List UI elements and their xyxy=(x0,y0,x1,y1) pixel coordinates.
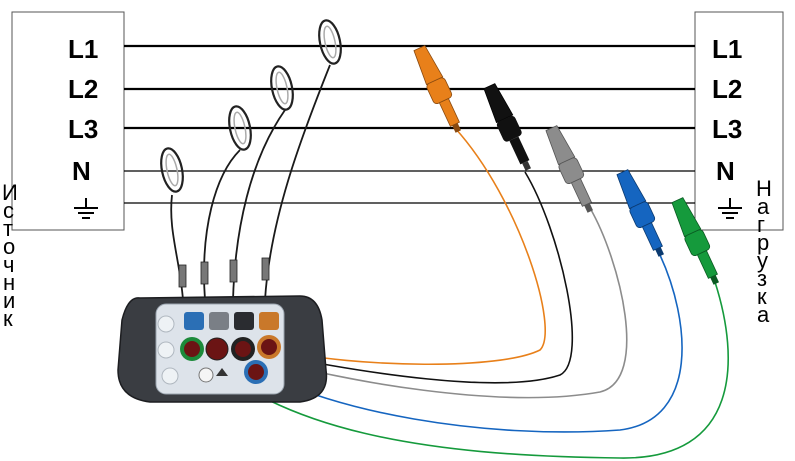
load-title-letter: р xyxy=(757,230,769,255)
current-clamp-icon xyxy=(228,105,252,151)
voltage-probes xyxy=(413,45,720,285)
connector-socket-icon xyxy=(184,312,204,330)
voltage-lead-l3 xyxy=(269,207,628,399)
clamp-cables xyxy=(170,64,331,301)
load-title-letter: а xyxy=(757,302,770,327)
load-label-l2: L2 xyxy=(712,74,742,104)
bus-lines xyxy=(124,44,695,204)
load-title-letter: г xyxy=(757,212,765,237)
ground-icon xyxy=(74,198,98,219)
cable-sleeve xyxy=(229,259,238,283)
voltage-leads xyxy=(194,127,729,459)
cable-sleeve xyxy=(200,261,209,285)
source-title-letter: И xyxy=(2,180,18,205)
source-title-letter: с xyxy=(3,198,14,223)
voltage-lead-earth xyxy=(194,281,729,459)
voltage-lead-l1 xyxy=(274,127,546,366)
connector-socket-icon xyxy=(234,312,254,330)
clamp-cable-3 xyxy=(232,109,286,301)
load-title-letter: з xyxy=(757,266,767,291)
voltage-lead-n xyxy=(261,254,683,433)
voltage-probe-icon xyxy=(483,83,532,171)
source-title-letter: к xyxy=(3,306,13,331)
source-panel: L1 L2 L3 N И с т о ч н и к xyxy=(2,11,125,331)
load-label-n: N xyxy=(716,156,735,186)
load-label-l1: L1 xyxy=(712,34,742,64)
load-title: Н а г р у з к а xyxy=(756,176,772,327)
connector-socket-icon xyxy=(205,337,229,361)
voltage-probe-icon xyxy=(616,169,665,257)
voltage-lead-l2 xyxy=(274,171,574,384)
source-label-l1: L1 xyxy=(68,34,98,64)
source-label-l2: L2 xyxy=(68,74,98,104)
source-title-letter: т xyxy=(3,216,13,241)
connector-socket-icon xyxy=(209,312,229,330)
voltage-probe-icon xyxy=(671,197,720,285)
connector-socket-icon xyxy=(259,312,279,330)
load-title-letter: к xyxy=(757,284,767,309)
source-title-letter: н xyxy=(3,270,15,295)
current-clamp-icon xyxy=(318,19,342,65)
current-sockets xyxy=(157,312,279,333)
clamp-cable-1 xyxy=(170,194,184,301)
cable-sleeve xyxy=(178,264,187,288)
load-label-l3: L3 xyxy=(712,114,742,144)
load-title-letter: у xyxy=(757,248,768,273)
load-title-letter: Н xyxy=(756,176,772,201)
current-clamps xyxy=(160,19,342,193)
source-label-l3: L3 xyxy=(68,114,98,144)
source-label-n: N xyxy=(72,156,91,186)
cable-sleeve xyxy=(261,257,270,281)
source-title-letter: ч xyxy=(3,252,14,277)
current-clamp-icon xyxy=(270,65,294,111)
ground-icon xyxy=(718,198,742,219)
source-title-letter: и xyxy=(3,288,15,313)
voltage-sockets xyxy=(157,335,281,385)
load-panel: L1 L2 L3 N Н а г р у з к а xyxy=(694,11,784,327)
voltage-probe-icon xyxy=(545,125,594,213)
current-clamp-icon xyxy=(160,147,184,193)
source-title: И с т о ч н и к xyxy=(2,180,18,331)
voltage-probe-icon xyxy=(413,45,462,133)
source-title-letter: о xyxy=(3,234,15,259)
analyzer-device-icon xyxy=(117,295,328,403)
load-title-letter: а xyxy=(757,194,770,219)
